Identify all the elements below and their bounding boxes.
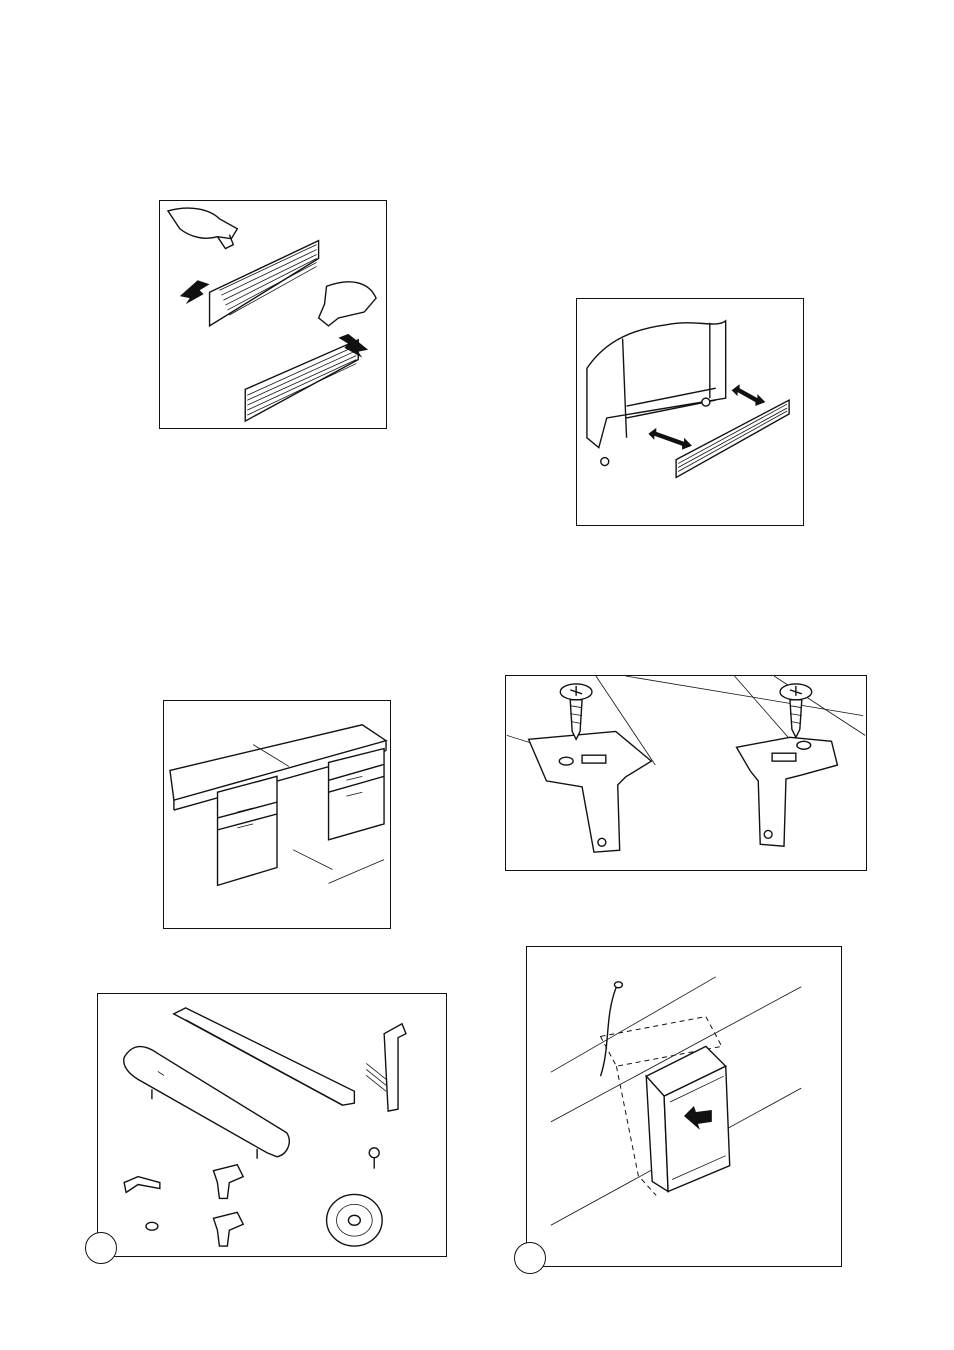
figure-mounting-brackets-screws xyxy=(505,675,867,871)
figure-kitchen-cabinet-niche xyxy=(163,700,391,929)
figure-appliance-into-niche xyxy=(526,946,842,1267)
installation-kit-parts-illustration xyxy=(98,994,446,1256)
worktop-niche-measurement-illustration xyxy=(164,701,390,928)
empty-circle-marker xyxy=(514,1242,546,1274)
empty-circle-marker xyxy=(85,1232,117,1264)
figure-remove-vent-grille xyxy=(159,200,387,429)
figure-fit-plinth-grille xyxy=(576,298,804,526)
plinth-grille-insert-illustration xyxy=(577,299,803,525)
bracket-screw-fixing-illustration xyxy=(506,676,866,870)
appliance-push-into-niche-illustration xyxy=(527,947,841,1266)
figure-fixing-kit-parts xyxy=(97,993,447,1257)
hands-removing-grille-illustration xyxy=(160,201,386,428)
